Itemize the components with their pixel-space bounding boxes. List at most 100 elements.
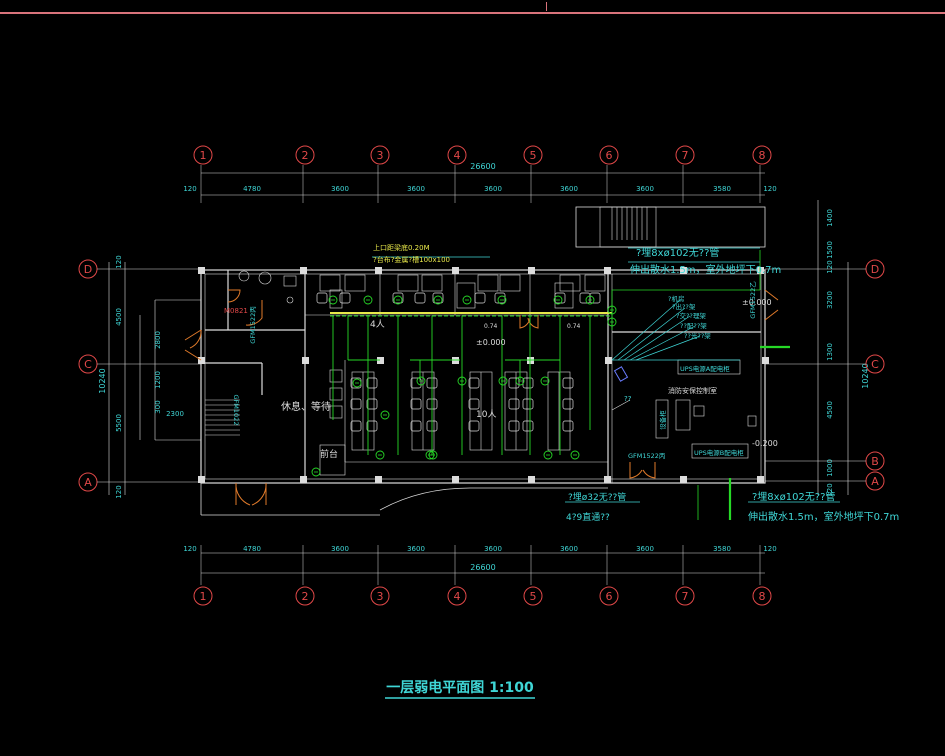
equip-label: ?? <box>624 395 632 403</box>
data-outlet-icon <box>457 376 467 386</box>
dim-value: 120 <box>763 185 776 193</box>
dim-value: 3600 <box>636 545 654 553</box>
column <box>452 267 459 274</box>
column <box>452 476 459 483</box>
legend-leader-4 <box>629 325 696 361</box>
column <box>300 267 307 274</box>
grid-bubble-label: 8 <box>759 590 766 603</box>
office-desk <box>477 274 499 292</box>
legend-text-3: ?交??理架 <box>676 311 706 320</box>
office-desk <box>584 274 606 292</box>
chair <box>468 420 480 432</box>
left-inner-dim-1: 2800 <box>154 331 162 349</box>
office-desk <box>319 274 341 292</box>
wc-fixture-1 <box>238 270 250 282</box>
basin-fixture-2 <box>286 296 294 304</box>
chair <box>522 398 534 410</box>
leader-1 <box>611 399 631 411</box>
chair <box>339 292 351 304</box>
office-desk <box>344 274 366 292</box>
dim-value: 3600 <box>560 545 578 553</box>
chair <box>392 292 404 304</box>
chair <box>350 420 362 432</box>
column <box>300 476 307 483</box>
row-bubble-right-label: A <box>871 475 879 488</box>
chair <box>432 292 444 304</box>
data-outlet-icon <box>380 410 390 420</box>
grid-extension-lines <box>200 165 761 585</box>
grid-bubble-4 <box>447 586 467 606</box>
structural-columns <box>198 267 769 483</box>
column <box>375 267 382 274</box>
exterior-wall-inner <box>204 273 762 480</box>
data-outlet-icon <box>416 376 426 386</box>
chair <box>562 398 574 410</box>
chair <box>414 292 426 304</box>
data-outlet-icon <box>425 450 435 460</box>
data-outlet-icon <box>498 376 508 386</box>
grid-bubble-5 <box>523 145 543 165</box>
wall-box <box>747 415 757 427</box>
tag-gfm2: GFM1522丙 <box>628 452 666 460</box>
chair <box>508 420 520 432</box>
chair <box>562 420 574 432</box>
grid-bubble-label: 8 <box>759 149 766 162</box>
row-bubbles-left: DCA <box>78 259 201 492</box>
legend-leader-1 <box>611 299 681 361</box>
column <box>604 476 611 483</box>
pipe-top-note-1: ?埋8xø102无??管 <box>636 246 719 259</box>
chair <box>410 398 422 410</box>
grid-bubble-label: 3 <box>377 149 384 162</box>
drawing-title: 一层弱电平面图 1:100 <box>386 679 534 696</box>
legend-leaders <box>372 247 840 503</box>
left-total-dim: 10240 <box>98 368 107 393</box>
dim-value: 3580 <box>713 545 731 553</box>
sofa-3 <box>329 405 343 419</box>
tag-gfm1: GFM1022 <box>232 395 240 426</box>
data-outlet-icon <box>328 295 338 305</box>
sill-level-b: 0.74 <box>567 323 581 330</box>
right-dim-value: 1500 <box>826 241 834 259</box>
row-bubble-right-label: B <box>871 455 879 468</box>
dim-value: 120 <box>183 185 196 193</box>
left-inner-dim-4: 2300 <box>166 410 184 418</box>
sill-level-a: 0.74 <box>484 323 498 330</box>
chair <box>554 292 566 304</box>
grid-bubble-1 <box>193 145 213 165</box>
data-outlet-icon <box>433 295 443 305</box>
dim-value: 3600 <box>484 185 502 193</box>
data-outlet-icon <box>570 450 580 460</box>
building-walls <box>154 206 766 516</box>
sofa-2 <box>329 387 343 401</box>
column <box>198 476 205 483</box>
right-dim-value: 4500 <box>826 401 834 419</box>
row-bubble-right-label: C <box>871 358 879 371</box>
column <box>528 267 535 274</box>
chair <box>410 377 422 389</box>
dim-value: 120 <box>183 545 196 553</box>
chair <box>494 292 506 304</box>
grid-bubble-7 <box>675 145 695 165</box>
data-outlet-icon <box>352 378 362 388</box>
data-outlet-icon <box>497 295 507 305</box>
ramp-curve <box>379 487 608 511</box>
chair <box>366 377 378 389</box>
chair <box>316 292 328 304</box>
main-door-left <box>235 482 251 506</box>
sheet-center-mark <box>546 2 547 11</box>
column <box>528 476 535 483</box>
ups-b-label: UPS电源B配电柜 <box>694 448 744 457</box>
doors <box>184 289 779 506</box>
data-outlet-icon <box>311 467 321 477</box>
ups-b-box <box>691 443 749 459</box>
data-outlet-icon <box>393 295 403 305</box>
legend-leader-2 <box>617 307 686 361</box>
sofa-1 <box>329 369 343 383</box>
chair <box>508 377 520 389</box>
cabinet-rect <box>655 399 669 439</box>
dim-value: 4780 <box>243 185 261 193</box>
column <box>377 357 384 364</box>
dim-value: 3600 <box>407 545 425 553</box>
